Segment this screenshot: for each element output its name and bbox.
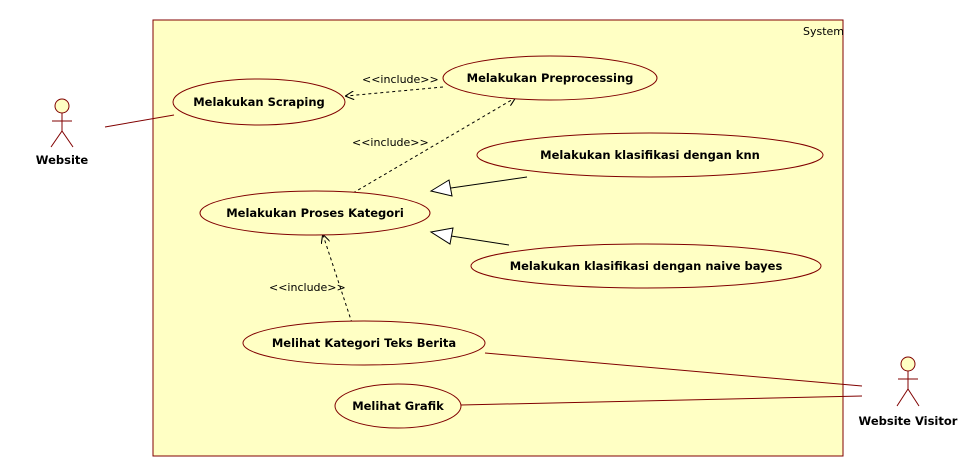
assoc-visitor-grafik	[460, 395, 863, 406]
usecase-grafik[interactable]: Melihat Grafik	[334, 383, 462, 429]
assoc-website-scraping	[104, 114, 175, 128]
include-preprocessing-scraping	[346, 86, 444, 96]
generalization-knn-arrowhead	[429, 179, 453, 197]
usecase-naive-label: Melakukan klasifikasi dengan naive bayes	[510, 259, 783, 273]
include-label-3: <<include>>	[269, 281, 346, 294]
usecase-preprocessing[interactable]: Melakukan Preprocessing	[442, 55, 658, 101]
usecase-teks-label: Melihat Kategori Teks Berita	[272, 336, 456, 350]
usecase-naive[interactable]: Melakukan klasifikasi dengan naive bayes	[470, 243, 822, 289]
system-label: System	[803, 25, 844, 38]
usecase-knn-label: Melakukan klasifikasi dengan knn	[540, 148, 760, 162]
generalization-knn-line	[450, 176, 528, 189]
usecase-scraping[interactable]: Melakukan Scraping	[172, 78, 346, 126]
include-label-1: <<include>>	[362, 73, 439, 86]
usecase-scraping-label: Melakukan Scraping	[193, 95, 325, 109]
include-kategori-preprocessing	[352, 98, 515, 194]
actor-website	[50, 98, 74, 148]
assoc-visitor-teks	[484, 352, 863, 387]
generalization-naive-line	[450, 235, 510, 246]
include-label-2: <<include>>	[352, 136, 429, 149]
usecase-knn[interactable]: Melakukan klasifikasi dengan knn	[476, 132, 824, 178]
usecase-kategori[interactable]: Melakukan Proses Kategori	[199, 190, 431, 236]
usecase-preprocessing-label: Melakukan Preprocessing	[467, 71, 634, 85]
actor-visitor	[896, 356, 920, 407]
generalization-naive-arrowhead	[429, 227, 454, 245]
usecase-teks[interactable]: Melihat Kategori Teks Berita	[242, 320, 486, 366]
usecase-grafik-label: Melihat Grafik	[352, 399, 444, 413]
usecase-kategori-label: Melakukan Proses Kategori	[226, 206, 404, 220]
actor-visitor-label: Website Visitor	[859, 414, 958, 428]
actor-website-label: Website	[36, 153, 89, 167]
